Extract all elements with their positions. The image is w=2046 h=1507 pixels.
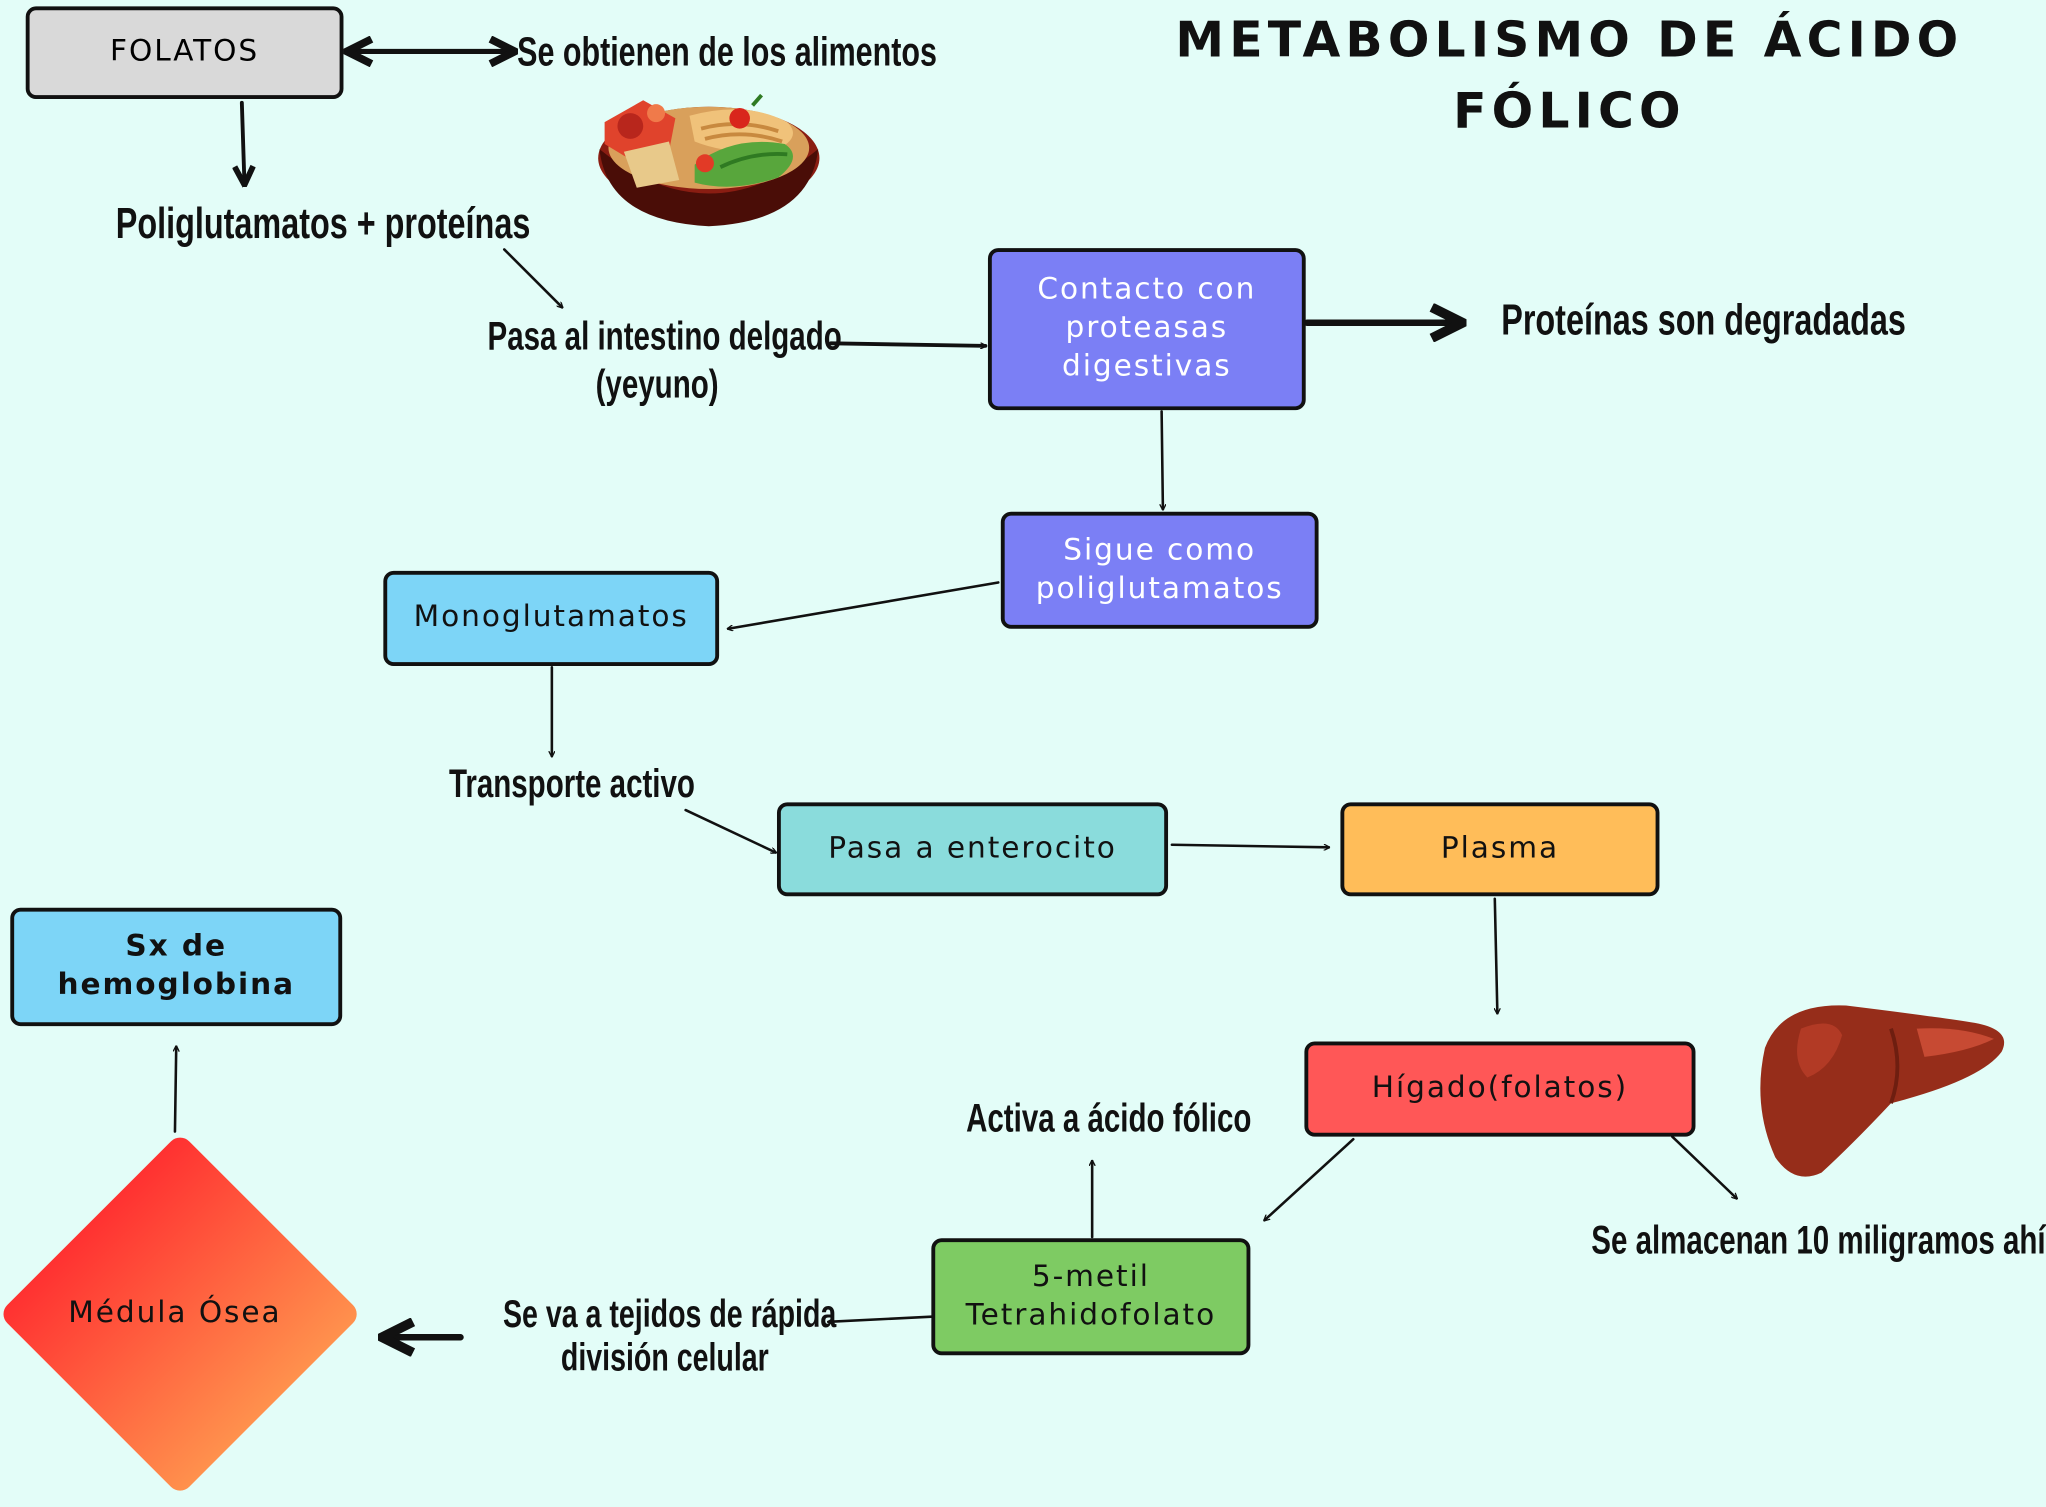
node-medula-label: Médula Ósea: [68, 1296, 282, 1330]
node-enterocito: Pasa a enterocito: [776, 802, 1169, 897]
node-folatos: FOLATOS: [25, 6, 344, 100]
label-intestino-1: Pasa al intestino delgado: [487, 313, 842, 359]
label-tejidos-1: Se va a tejidos de rápida: [502, 1293, 837, 1336]
arrow-intestino-contacto: [829, 341, 988, 346]
label-tejidos-2: división celular: [560, 1337, 769, 1380]
arrow-transporte-enterocito: [684, 808, 776, 852]
node-metil-tetrahidofolato: 5-metil Tetrahidofolato: [931, 1238, 1251, 1356]
node-plasma: Plasma: [1340, 802, 1660, 897]
arrow-poli-intestino: [502, 248, 562, 307]
arrow-plasma-higado: [1493, 897, 1498, 1013]
node-contacto-proteasas: Contacto con proteasas digestivas: [987, 248, 1306, 411]
label-activa: Activa a ácido fólico: [966, 1095, 1252, 1141]
arrow-higado-metil: [1265, 1137, 1355, 1220]
arrow-enterocito-plasma: [1170, 843, 1329, 848]
medula-diamond: [3, 1137, 357, 1491]
arrow-contacto-sigue: [1162, 410, 1163, 509]
node-monoglutamatos: Monoglutamatos: [383, 570, 720, 667]
arrow-higado-almacenan: [1671, 1135, 1736, 1199]
label-almacenan: Se almacenan 10 miligramos ahí: [1591, 1217, 2046, 1263]
arrow-medula-sx: [175, 1047, 176, 1133]
label-degradadas: Proteínas son degradadas: [1501, 295, 1906, 345]
arrow-folatos-poliglutamatos: [242, 100, 245, 183]
label-transporte: Transporte activo: [448, 761, 695, 807]
node-sx-hemoglobina: Sx de hemoglobina: [10, 907, 343, 1027]
arrow-sigue-mono: [728, 581, 1000, 628]
label-alimentos: Se obtienen de los alimentos: [517, 28, 937, 75]
food-bowl-icon: [598, 93, 820, 227]
label-poliglutamatos: Poliglutamatos + proteínas: [115, 199, 531, 249]
node-sigue-poliglutamatos: Sigue como poliglutamatos: [1000, 511, 1319, 629]
arrow-metil-tejidos: [828, 1315, 933, 1322]
liver-icon: [1760, 1005, 2005, 1177]
label-intestino-2: (yeyuno): [595, 361, 719, 407]
node-higado: Hígado(folatos): [1304, 1041, 1696, 1137]
page-title: METABOLISMO DE ÁCIDO FÓLICO: [1175, 11, 1964, 139]
